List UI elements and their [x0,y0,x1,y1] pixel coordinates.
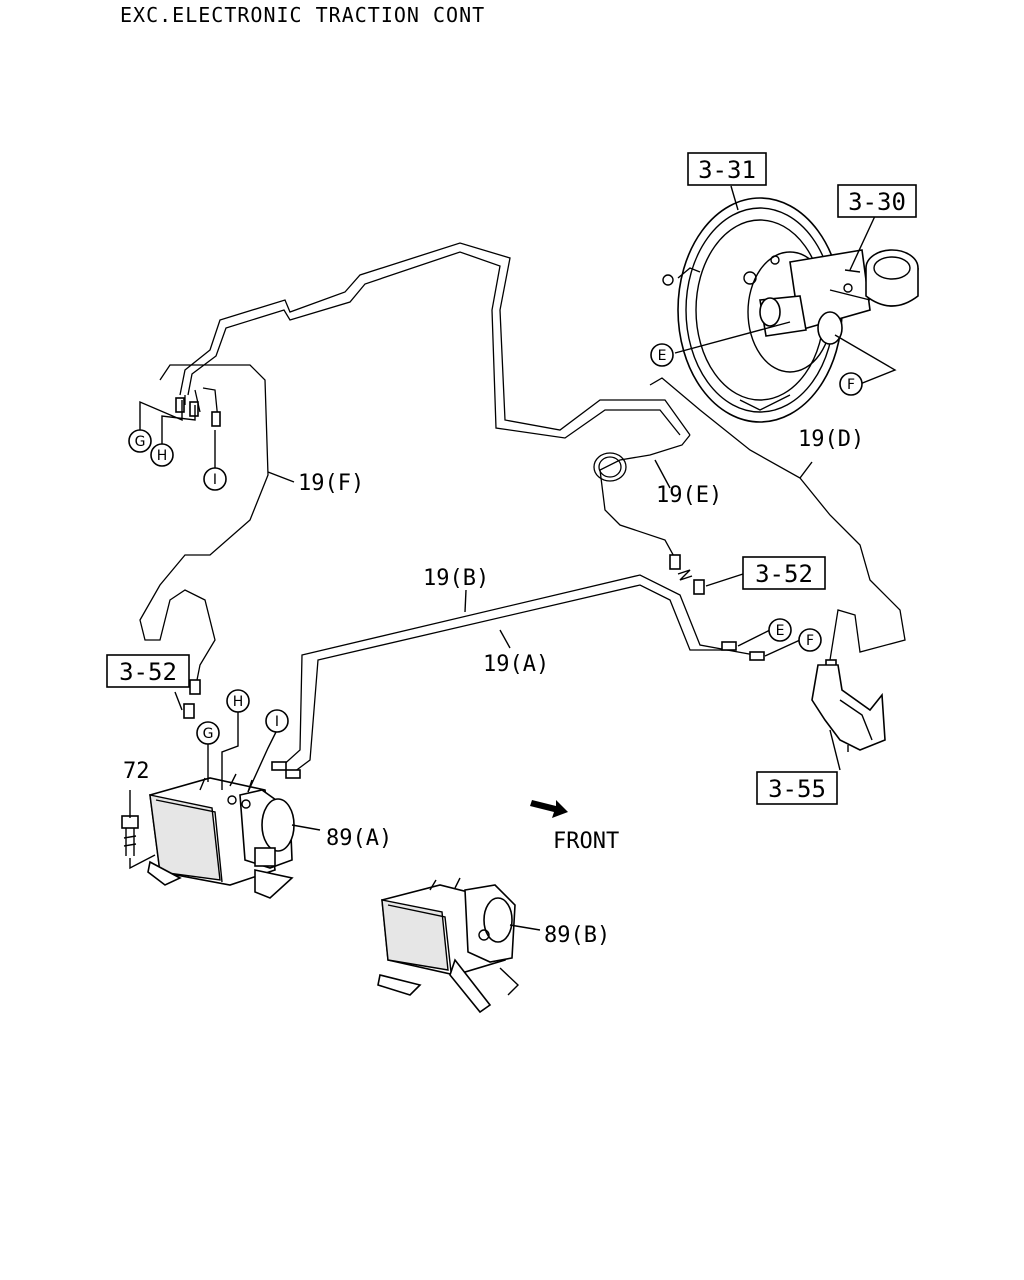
abs-unit-89b [377,877,520,1014]
ref-box-3-30: 3-30 [837,184,917,218]
svg-text:I: I [275,714,279,730]
svg-text:F: F [847,377,855,393]
callout-i-abs: I [265,709,289,733]
pipe-stubs-upper-left [184,387,219,421]
label-19d: 19(D) [798,427,864,452]
svg-text:3-55: 3-55 [768,775,826,803]
bracket-3-55 [811,664,886,752]
front-arrow-icon [530,800,568,818]
svg-text:H: H [157,448,168,464]
pipe-19d [649,377,906,661]
diagram-title: EXC.ELECTRONIC TRACTION CONT [120,3,485,27]
callout-e-booster: E [650,343,674,367]
svg-text:E: E [776,623,785,639]
ref-box-3-52-right: 3-52 [742,556,826,590]
callout-g-upper: G [128,429,152,453]
ref-box-3-52-left: 3-52 [106,654,190,688]
label-19f: 19(F) [298,471,364,496]
callout-f-booster: F [839,372,863,396]
callout-h-abs: H [226,689,250,713]
svg-text:3-52: 3-52 [119,658,177,686]
svg-text:F: F [806,633,814,649]
abs-unit-89a [129,773,295,899]
label-19b: 19(B) [423,566,489,591]
ref-box-3-55: 3-55 [756,771,838,805]
label-89b: 89(B) [544,923,610,948]
svg-text:E: E [658,348,667,364]
callout-e-pipe: E [768,618,792,642]
callout-g-abs: G [196,721,220,745]
leader-lines [129,185,897,931]
pipe-19f-upper [179,242,691,439]
svg-text:3-30: 3-30 [848,188,906,216]
bolt-72 [121,815,139,856]
callout-h-upper: H [150,443,174,467]
label-72: 72 [123,759,150,784]
svg-text:G: G [203,726,214,742]
label-19a: 19(A) [483,652,549,677]
svg-text:3-31: 3-31 [698,156,756,184]
pipe-19f-left [139,364,269,691]
callout-f-pipe: F [798,628,822,652]
label-front: FRONT [553,829,619,854]
svg-text:G: G [135,434,146,450]
pipe-19e [593,434,691,561]
label-89a: 89(A) [326,826,392,851]
label-19e: 19(E) [656,483,722,508]
callout-i-upper: I [203,467,227,491]
svg-text:3-52: 3-52 [755,560,813,588]
svg-text:H: H [233,694,244,710]
svg-text:I: I [213,472,217,488]
pipe-19b [279,574,761,769]
ref-box-3-31: 3-31 [687,152,767,186]
pipe-19a [289,584,730,776]
